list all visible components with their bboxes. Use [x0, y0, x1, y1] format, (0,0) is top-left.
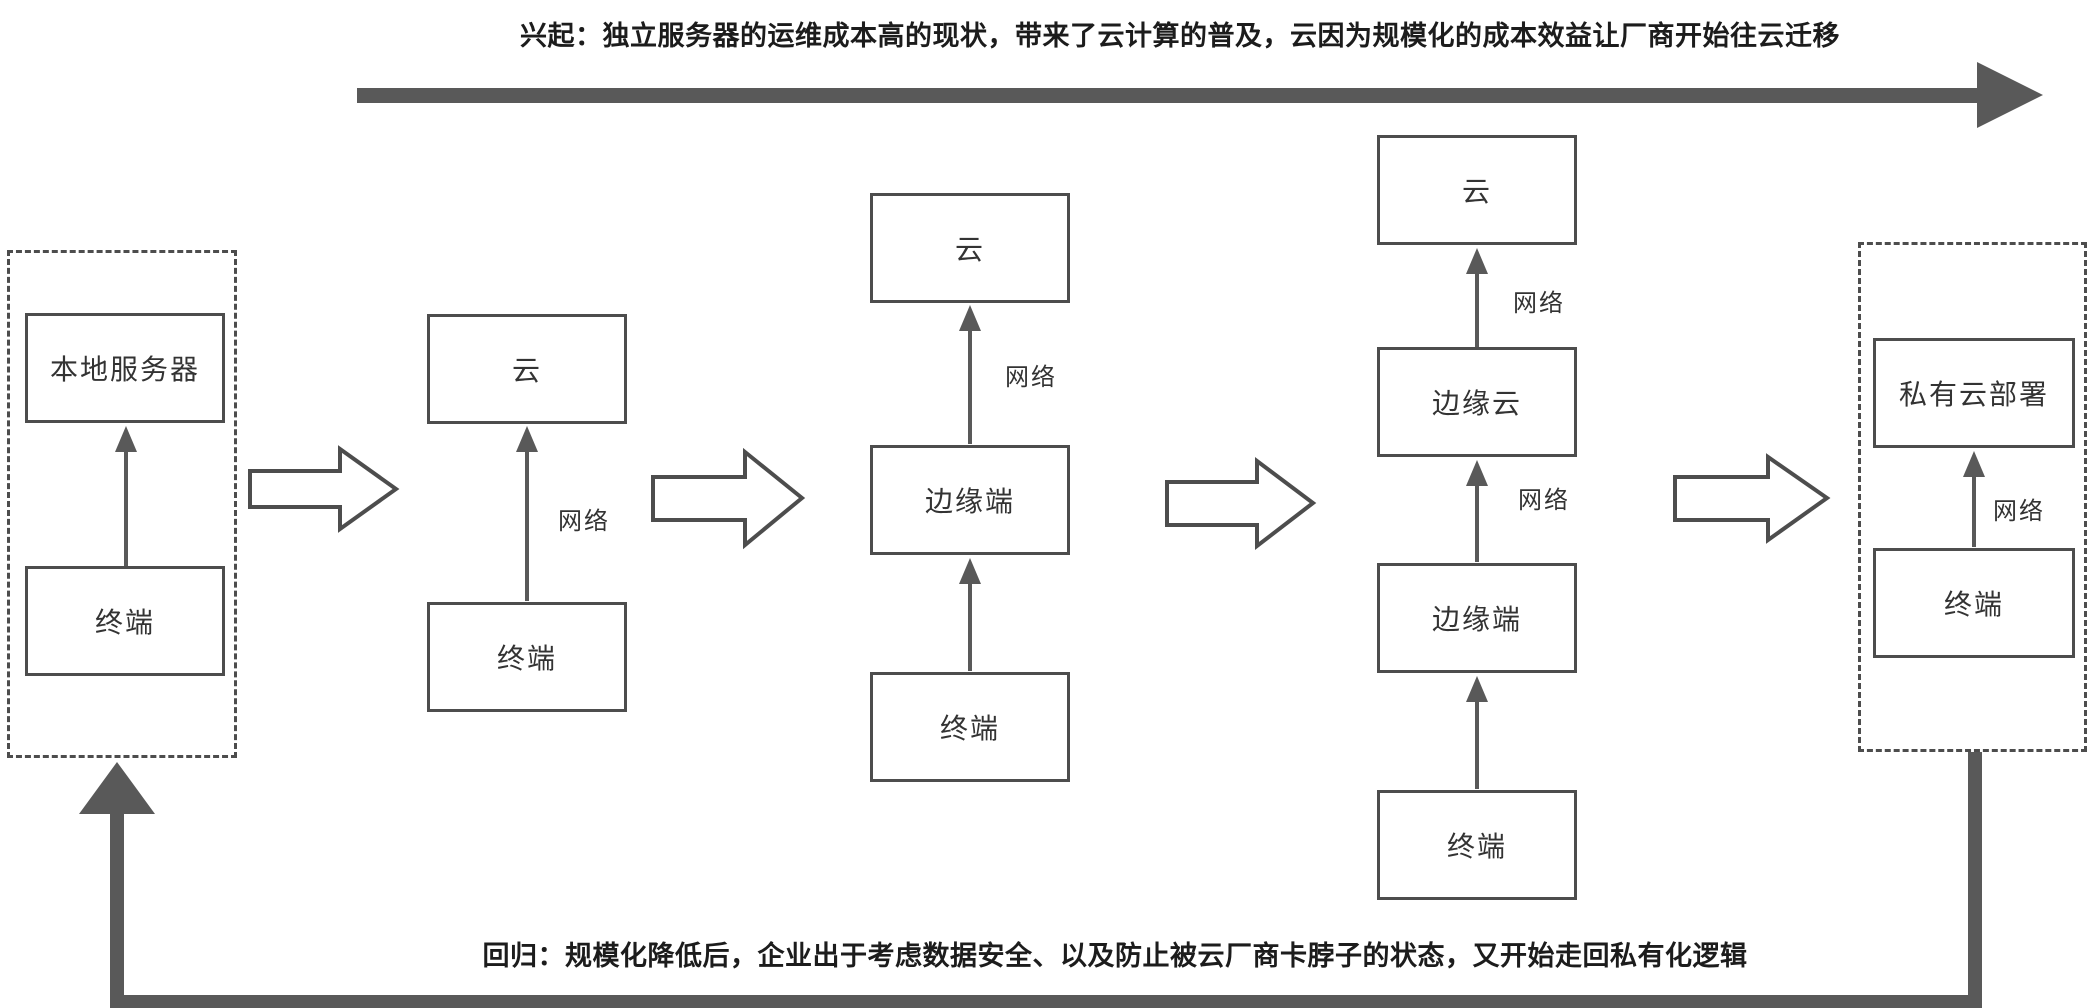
network-label-s2: 网络 [558, 508, 610, 535]
box-edge-s3: 边缘端 [870, 445, 1070, 555]
link-edgecloud-to-cloud-s4 [1466, 248, 1488, 347]
link-edge-to-cloud-s3 [959, 305, 981, 444]
box-terminal-s1: 终端 [25, 566, 225, 676]
stage2-to-stage3-arrow [651, 447, 806, 550]
stage1-dashed-container [7, 250, 237, 758]
box-private-cloud: 私有云部署 [1873, 338, 2075, 448]
box-edge-s4: 边缘端 [1377, 563, 1577, 673]
stage3-to-stage4-arrow [1165, 457, 1317, 551]
box-terminal-s5: 终端 [1873, 548, 2075, 658]
box-edge-cloud-s4: 边缘云 [1377, 347, 1577, 457]
box-local-server: 本地服务器 [25, 313, 225, 423]
rise-caption: 兴起：独立服务器的运维成本高的现状，带来了云计算的普及，云因为规模化的成本效益让… [520, 21, 1840, 51]
return-to-private-arrow [79, 752, 1982, 1008]
link-terminal-to-edge-s3 [959, 558, 981, 671]
link-edge-to-edgecloud-s4 [1466, 460, 1488, 562]
stage1-to-stage2-arrow [248, 445, 400, 533]
box-cloud-s3: 云 [870, 193, 1070, 303]
box-cloud-s4: 云 [1377, 135, 1577, 245]
stage5-dashed-container [1858, 242, 2087, 752]
network-label-s4-upper: 网络 [1513, 290, 1565, 317]
box-cloud-s2: 云 [427, 314, 627, 424]
stage4-to-stage5-arrow [1673, 453, 1831, 544]
rise-to-cloud-arrow [357, 62, 2043, 128]
link-terminal-to-edge-s4 [1466, 676, 1488, 789]
network-label-s3: 网络 [1005, 364, 1057, 391]
network-label-s5: 网络 [1993, 498, 2045, 525]
box-terminal-s4: 终端 [1377, 790, 1577, 900]
box-terminal-s2: 终端 [427, 602, 627, 712]
box-terminal-s3: 终端 [870, 672, 1070, 782]
network-label-s4-lower: 网络 [1518, 487, 1570, 514]
link-terminal-to-local-server [115, 426, 137, 566]
return-caption: 回归：规模化降低后，企业出于考虑数据安全、以及防止被云厂商卡脖子的状态，又开始走… [482, 941, 1748, 971]
link-terminal-to-privatecloud [1963, 451, 1985, 547]
link-terminal-to-cloud-s2 [516, 426, 538, 601]
